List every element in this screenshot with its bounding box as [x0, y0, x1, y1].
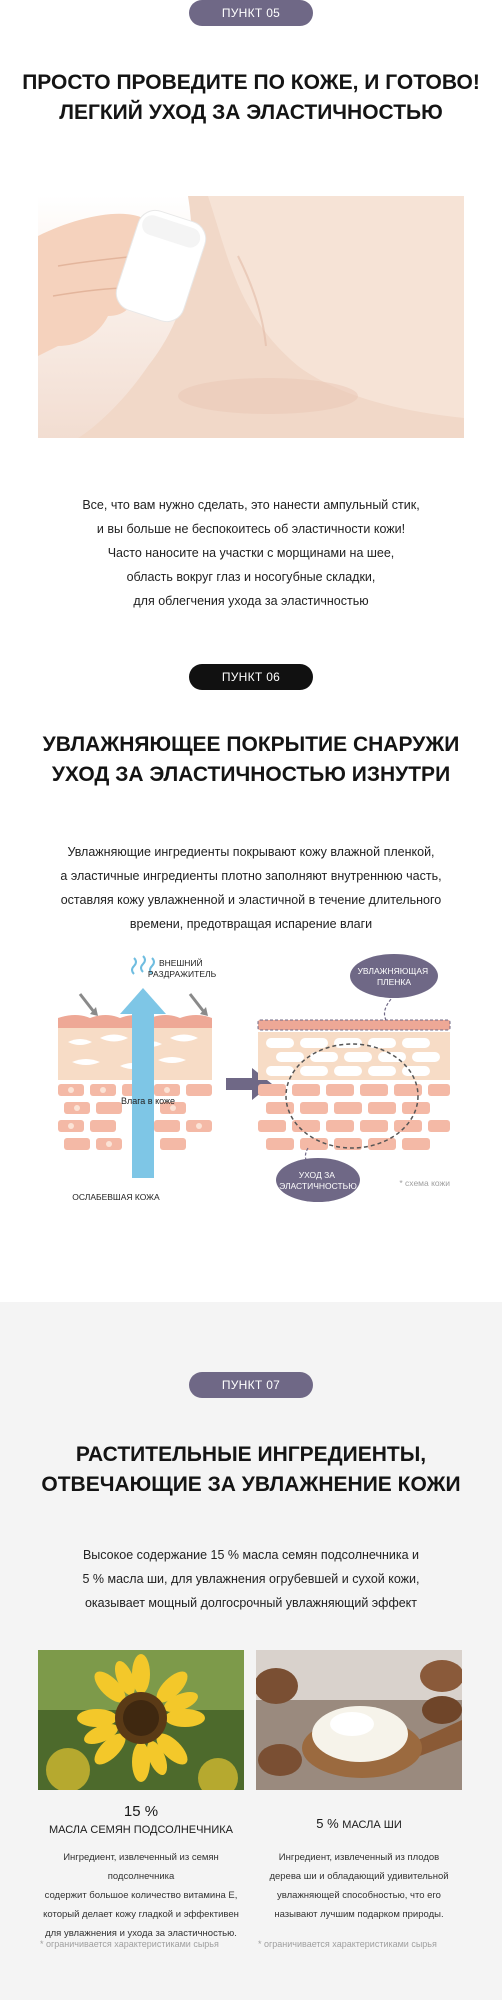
elasticity-callout [276, 1158, 360, 1202]
sunflower-photo [38, 1650, 244, 1790]
svg-text:ВНЕШНИЙ РАЗДРАЖИТЕЛЬ: ВНЕШНИЙ РАЗДРАЖИТЕЛЬ [148, 957, 217, 979]
headline-line: УХОД ЗА ЭЛАСТИЧНОСТЬЮ ИЗНУТРИ [51, 763, 451, 786]
sunflower-title: 15 % МАСЛА СЕМЯН ПОДСОЛНЕЧНИКА [38, 1802, 244, 1838]
desc-line: который делает кожу гладкой и эффективен [43, 1909, 239, 1920]
section-06-body: Увлажняющие ингредиенты покрывают кожу в… [20, 840, 482, 936]
section-07-headline: РАСТИТЕЛЬНЫЕ ИНГРЕДИЕНТЫ, ОТВЕЧАЮЩИЕ ЗА … [0, 1440, 502, 1500]
body-line: оказывает мощный долгосрочный увлажняющи… [84, 1596, 418, 1610]
body-line: для облегчения ухода за эластичностью [133, 594, 369, 608]
section-05-body: Все, что вам нужно сделать, это нанести … [20, 493, 482, 613]
body-line: Все, что вам нужно сделать, это нанести … [82, 498, 420, 512]
body-line: область вокруг глаз и носогубные складки… [126, 570, 376, 584]
desc-line: называют лучшим подарком природы. [274, 1909, 444, 1920]
desc-line: для увлажнения и ухода за эластичностью. [45, 1928, 237, 1939]
irritant-label-2: РАЗДРАЖИТЕЛЬ [148, 969, 217, 979]
body-line: оставляя кожу увлажненной и эластичной в… [60, 893, 442, 907]
section-07-body: Высокое содержание 15 % масла семян подс… [20, 1543, 482, 1615]
body-line: Высокое содержание 15 % масла семян подс… [82, 1548, 420, 1562]
shea-name: масла ши [342, 1819, 402, 1831]
neck-application-photo [38, 196, 464, 438]
shea-percent: 5 % [316, 1816, 339, 1831]
desc-line: увлажняющей способностью, что его [277, 1890, 441, 1901]
sunflower-percent: 15 % [123, 1803, 159, 1820]
shea-footnote: * ограничивается характеристиками сырья [258, 1939, 437, 1949]
shea-butter-photo [256, 1650, 462, 1790]
desc-line: дерева ши и обладающий удивительной [269, 1871, 449, 1882]
body-line: 5 % масла ши, для увлажнения огрубевшей … [82, 1572, 420, 1586]
weak-skin-label: ОСЛАБЕВШАЯ КОЖА [72, 1192, 160, 1202]
desc-line: Ингредиент, извлеченный из семян подсолн… [63, 1852, 219, 1882]
headline-line: ЛЕГКИЙ УХОД ЗА ЭЛАСТИЧНОСТЬЮ [59, 101, 443, 124]
body-line: времени, предотвращая испарение влаги [129, 917, 373, 931]
shea-description: Ингредиент, извлеченный из плодов дерева… [252, 1848, 466, 1924]
headline-line: УВЛАЖНЯЮЩЕЕ ПОКРЫТИЕ СНАРУЖИ [42, 733, 460, 756]
weak-skin-block [58, 955, 212, 1178]
irritant-label-1: ВНЕШНИЙ [159, 957, 203, 968]
headline-line: РАСТИТЕЛЬНЫЕ ИНГРЕДИЕНТЫ, [75, 1443, 427, 1466]
desc-line: Ингредиент, извлеченный из плодов [278, 1852, 440, 1863]
skin-scheme-diagram: ВНЕШНИЙ РАЗДРАЖИТЕЛЬ Влага в коже ОСЛАБЕ… [58, 954, 451, 1202]
sunflower-description: Ингредиент, извлеченный из семян подсолн… [30, 1848, 252, 1943]
body-line: Часто наносите на участки с морщинами на… [107, 546, 395, 560]
section-06-headline: УВЛАЖНЯЮЩЕЕ ПОКРЫТИЕ СНАРУЖИ УХОД ЗА ЭЛА… [0, 730, 502, 790]
headline-line: ОТВЕЧАЮЩИЕ ЗА УВЛАЖНЕНИЕ КОЖИ [41, 1473, 461, 1496]
film-label-1: УВЛАЖНЯЮЩАЯ [357, 966, 428, 976]
body-line: и вы больше не беспокоитесь об эластично… [96, 522, 406, 536]
scheme-note: * схема кожи [399, 1178, 450, 1188]
body-line: Увлажняющие ингредиенты покрывают кожу в… [67, 845, 435, 859]
headline-line: ПРОСТО ПРОВЕДИТЕ ПО КОЖЕ, И ГОТОВО! [22, 71, 480, 94]
point-06-badge: ПУНКТ 06 [189, 664, 313, 690]
desc-line: содержит большое количество витамина Е, [44, 1890, 238, 1901]
sunflower-footnote: * ограничивается характеристиками сырья [40, 1939, 219, 1949]
body-line: а эластичные ингредиенты плотно заполняю… [60, 869, 442, 883]
elastic-label-2: ЭЛАСТИЧНОСТЬЮ [279, 1181, 357, 1191]
svg-text:УХОД ЗА ЭЛАСТИЧНОСТЬЮ: УХОД ЗА ЭЛАСТИЧНОСТЬЮ [279, 1170, 357, 1191]
shea-title: 5 % масла ши [256, 1814, 462, 1835]
svg-text:УВЛАЖНЯЮЩАЯ ПЛЕНКА: УВЛАЖНЯЮЩАЯ ПЛЕНКА [357, 966, 430, 987]
moisture-label: Влага в коже [121, 1096, 175, 1106]
healthy-skin-block [257, 991, 451, 1167]
point-05-badge: ПУНКТ 05 [189, 0, 313, 26]
elastic-label-1: УХОД ЗА [299, 1170, 335, 1180]
point-07-badge: ПУНКТ 07 [189, 1372, 313, 1398]
sunflower-name: МАСЛА СЕМЯН ПОДСОЛНЕЧНИКА [48, 1824, 234, 1836]
section-05-headline: ПРОСТО ПРОВЕДИТЕ ПО КОЖЕ, И ГОТОВО! ЛЕГК… [0, 68, 502, 128]
film-label-2: ПЛЕНКА [377, 977, 411, 987]
moisture-film-callout [350, 954, 438, 998]
